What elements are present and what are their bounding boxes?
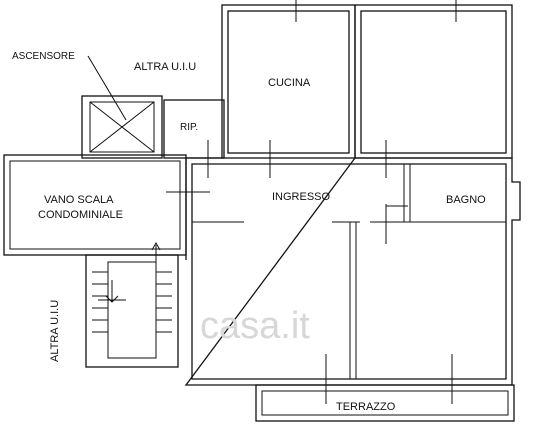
label-altra-uiu-top: ALTRA U.I.U bbox=[134, 61, 196, 73]
label-ascensore: ASCENSORE bbox=[12, 51, 75, 62]
label-terrazzo: TERRAZZO bbox=[336, 401, 396, 413]
ascensore-leader bbox=[87, 55, 127, 121]
watermark: casa.it bbox=[200, 305, 310, 347]
label-rip: RIP. bbox=[180, 122, 198, 133]
label-vano-scala-2: CONDOMINIALE bbox=[38, 209, 123, 221]
rip-room bbox=[163, 99, 225, 159]
label-vano-scala-1: VANO SCALA bbox=[44, 194, 114, 206]
terrazzo-area bbox=[255, 384, 515, 422]
interior-partitions bbox=[166, 0, 506, 404]
label-altra-uiu-left: ALTRA U.I.U bbox=[49, 300, 61, 362]
stairwell bbox=[3, 95, 187, 368]
label-ingresso: INGRESSO bbox=[272, 191, 331, 203]
label-bagno: BAGNO bbox=[446, 194, 486, 206]
label-cucina: CUCINA bbox=[268, 77, 311, 89]
